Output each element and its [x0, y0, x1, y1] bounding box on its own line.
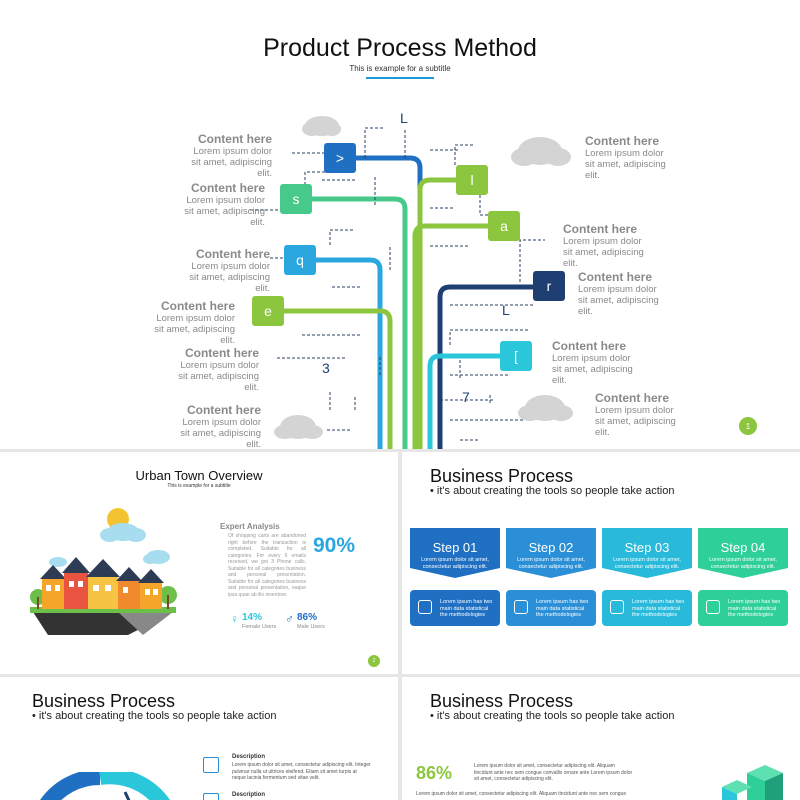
tag-box: [: [500, 341, 532, 371]
title-underline: [366, 77, 434, 79]
process-tree-diagram: [250, 116, 573, 449]
step-box-text: Lorem ipsum has two main data statistica…: [536, 599, 589, 618]
stat-paragraph: Lorem ipsum dolor sit amet, consectetur …: [474, 763, 633, 782]
page-title: Business Process: [430, 691, 574, 711]
step-desc: Lorem ipsum dolor sit amet, consectetur …: [613, 557, 681, 570]
page-subtitle: • it's about creating the tools so peopl…: [430, 710, 675, 722]
step-header: Step 03 Lorem ipsum dolor sit amet, conse…: [602, 528, 692, 578]
tag-box: s: [280, 184, 312, 214]
page-number: 2: [368, 655, 380, 667]
tag-box: q: [284, 245, 316, 275]
page-title: Urban Town Overview: [135, 468, 263, 483]
step-box-text: Lorem ipsum has two main data statistica…: [728, 599, 781, 618]
slide-product-process[interactable]: Product Process Method This is example f…: [0, 0, 800, 449]
slide-urban-town[interactable]: Urban Town Overview This is example for …: [0, 452, 398, 674]
percent-stat: 86%: [416, 763, 453, 783]
page-subtitle: This is example for a subtitle: [167, 483, 231, 489]
floating-number: 7: [462, 389, 470, 405]
step-box: Lorem ipsum has two main data statistica…: [506, 590, 596, 626]
tag-box: e: [252, 296, 284, 326]
page-subtitle: This is example for a subtitle: [349, 64, 451, 73]
step-box: Lorem ipsum has two main data statistica…: [410, 590, 500, 626]
step-box-text: Lorem ipsum has two main data statistica…: [440, 599, 493, 618]
page-title: Business Process: [32, 691, 176, 711]
ring-chart-graphic: [40, 772, 170, 800]
isometric-blocks-graphic: [722, 765, 783, 800]
bus-icon: [203, 757, 219, 773]
male-icon: ♂: [285, 612, 294, 626]
big-percent: 90%: [313, 534, 356, 557]
description-heading: Description: [232, 792, 266, 798]
tag-box: r: [533, 271, 565, 301]
step-label: Step 02: [528, 540, 574, 555]
stat-male-value: 86%: [297, 612, 318, 623]
floating-letter: L: [400, 110, 408, 126]
step-header: Step 04 Lorem ipsum dolor sit amet, conse…: [698, 528, 788, 578]
female-icon: ♀: [230, 612, 239, 626]
tag-box: >: [324, 143, 356, 173]
slide-business-process-ring[interactable]: Business Process • it's about creating t…: [0, 677, 398, 800]
stat-male-label: Male Users: [297, 624, 325, 630]
step-desc: Lorem ipsum dolor sit amet, consectetur …: [517, 557, 585, 570]
page-subtitle: • it's about creating the tools so peopl…: [32, 710, 277, 722]
cloud-icon: [274, 415, 323, 439]
page-title: Business Process: [430, 466, 574, 486]
coins-icon: [418, 600, 432, 614]
step-box: Lorem ipsum has two main data statistica…: [698, 590, 788, 626]
tag-box: l: [456, 165, 488, 195]
calendar-icon: [514, 600, 528, 614]
stat-female-label: Female Users: [242, 624, 277, 630]
step-header: Step 02 Lorem ipsum dolor sit amet, conse…: [506, 528, 596, 578]
step-header: Step 01 Lorem ipsum dolor sit amet, conse…: [410, 528, 500, 578]
description-text: Lorem ipsum dolor sit amet, consectetur …: [232, 762, 371, 781]
cloud-icon: [302, 116, 341, 136]
tag-box: a: [488, 211, 520, 241]
town-illustration: [30, 508, 177, 635]
stat-female-value: 14%: [242, 612, 263, 623]
step-desc: Lorem ipsum dolor sit amet, consectetur …: [709, 557, 777, 570]
slide-business-process-stats[interactable]: Business Process • it's about creating t…: [402, 677, 800, 800]
step-box-text: Lorem ipsum has two main data statistica…: [632, 599, 685, 618]
page-subtitle: • it's about creating the tools so peopl…: [430, 485, 675, 497]
step-desc: Lorem ipsum dolor sit amet, consectetur …: [421, 557, 489, 570]
step-label: Step 01: [432, 540, 478, 555]
page-number: 1: [739, 417, 757, 435]
floating-number: 3: [322, 360, 330, 376]
analysis-paragraph: Of shopping carts are abandoned right be…: [228, 533, 306, 598]
slide-business-process-steps[interactable]: Business Process • it's about creating t…: [402, 452, 800, 674]
device-icon: [203, 793, 219, 800]
step-box: Lorem ipsum has two main data statistica…: [602, 590, 692, 626]
section-heading: Expert Analysis: [220, 522, 280, 531]
step-label: Step 04: [720, 540, 766, 555]
cloud-icon: [518, 395, 573, 421]
cloud-icon: [706, 600, 720, 614]
step-label: Step 03: [624, 540, 670, 555]
page-title: Product Process Method: [263, 34, 537, 62]
stat-paragraph: Lorem ipsum dolor sit amet, consectetur …: [416, 791, 627, 797]
floating-letter: L: [502, 302, 510, 318]
cloud-icon: [511, 137, 571, 166]
description-heading: Description: [232, 754, 266, 760]
shield-icon: [610, 600, 624, 614]
